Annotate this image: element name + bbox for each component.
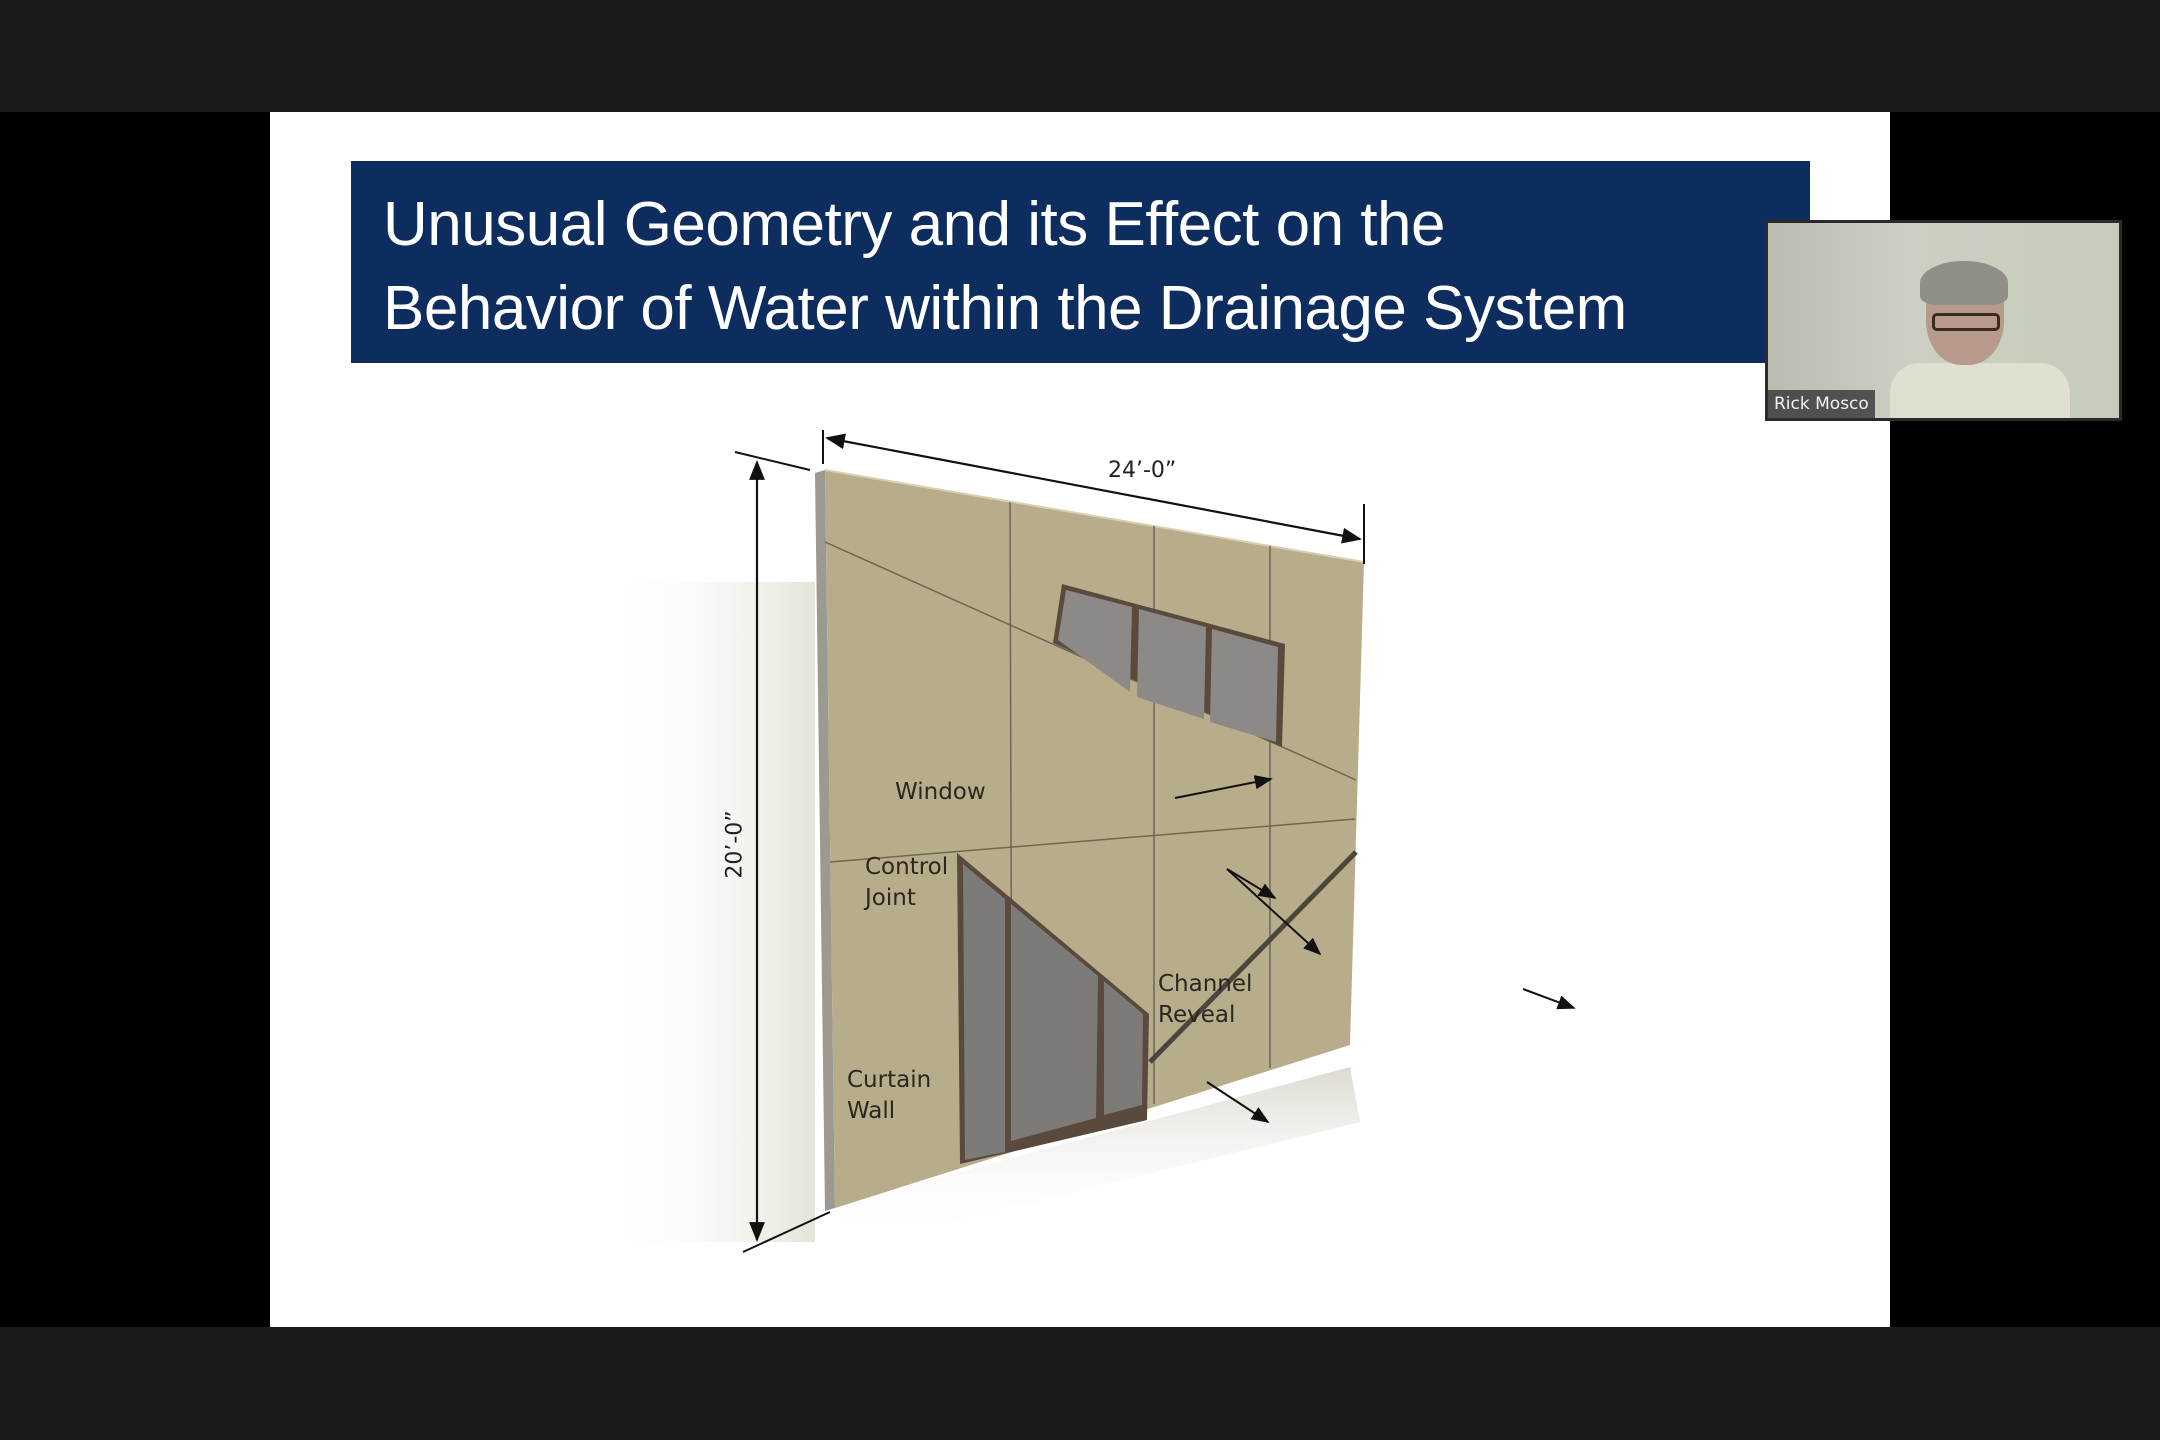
slide-title-line-2: Behavior of Water within the Drainage Sy…	[383, 274, 1627, 343]
curtain-wall-label-line-1: Curtain	[847, 1067, 932, 1093]
window-label: Window	[895, 779, 986, 805]
wall-diagram: 24’-0” 20’-0” Window Control Joint Chann…	[270, 112, 1890, 1327]
slide-title-banner: Unusual Geometry and its Effect on the B…	[351, 161, 1810, 363]
slide-title-line-1: Unusual Geometry and its Effect on the	[383, 190, 1446, 259]
control-joint-label-line-2: Joint	[865, 885, 916, 911]
participant-shirt	[1890, 363, 2070, 418]
control-joint-label-line-1: Control	[865, 854, 949, 880]
participant-video-tile[interactable]: Rick Mosco	[1765, 220, 2122, 421]
participant-glasses	[1932, 313, 2000, 331]
channel-reveal-label-line-2: Reveal	[1158, 1002, 1236, 1028]
participant-name-label: Rick Mosco	[1768, 390, 1875, 418]
curtain-wall-label-line-2: Wall	[847, 1098, 896, 1124]
width-dimension-label: 24’-0”	[1108, 458, 1177, 483]
wall-diagram-illustration	[600, 430, 1576, 1253]
participant-hair	[1920, 261, 2008, 305]
presentation-slide: Unusual Geometry and its Effect on the B…	[270, 112, 1890, 1327]
channel-reveal-label-line-1: Channel	[1158, 971, 1253, 997]
height-dimension-label: 20’-0”	[722, 810, 748, 879]
